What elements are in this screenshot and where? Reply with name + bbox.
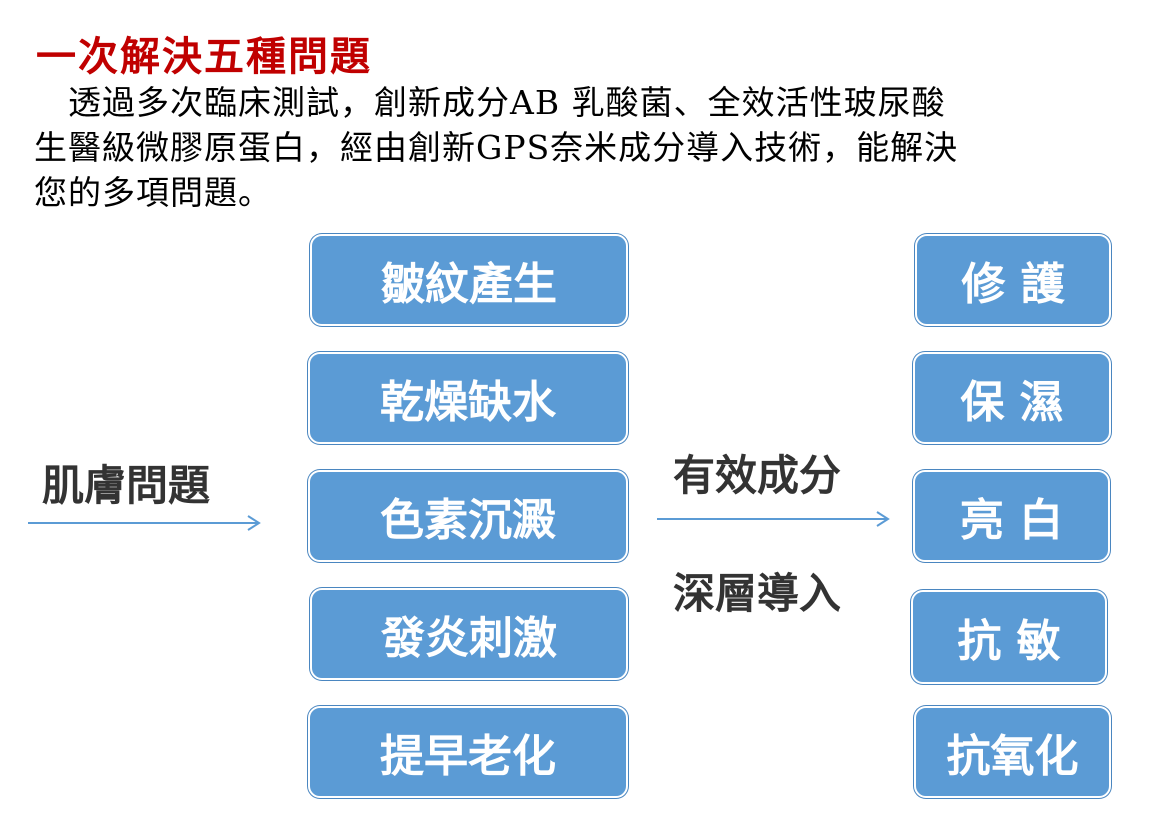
problem-box-early-aging: 提早老化 <box>308 706 628 798</box>
problem-box-inflammation: 發炎刺激 <box>310 588 628 680</box>
result-box-moisturize: 保 濕 <box>913 352 1111 444</box>
skin-problem-label: 肌膚問題 <box>42 461 211 510</box>
method-label-ingredients: 有效成分 <box>673 451 842 500</box>
result-box-antioxidant: 抗氧化 <box>914 706 1111 798</box>
method-label-deep-delivery: 深層導入 <box>673 569 842 618</box>
result-box-brighten: 亮 白 <box>913 470 1110 562</box>
problem-box-wrinkles: 皺紋產生 <box>310 234 628 326</box>
intro-line-2: 生醫級微膠原蛋白，經由創新GPS奈米成分導入技術，能解決 <box>34 128 959 167</box>
intro-line-3: 您的多項問題。 <box>34 173 272 212</box>
intro-paragraph: 透過多次臨床測試，創新成分AB 乳酸菌、全效活性玻尿酸 生醫級微膠原蛋白，經由創… <box>34 80 1134 215</box>
middle-arrow <box>657 511 890 527</box>
page-title: 一次解決五種問題 <box>36 33 372 80</box>
intro-line-1: 透過多次臨床測試，創新成分AB 乳酸菌、全效活性玻尿酸 <box>34 83 946 122</box>
result-box-repair: 修 護 <box>915 234 1111 326</box>
problem-box-dryness: 乾燥缺水 <box>308 352 628 444</box>
left-arrow <box>28 515 261 531</box>
problem-box-pigmentation: 色素沉澱 <box>308 470 628 562</box>
result-box-anti-sensitivity: 抗 敏 <box>911 590 1107 684</box>
